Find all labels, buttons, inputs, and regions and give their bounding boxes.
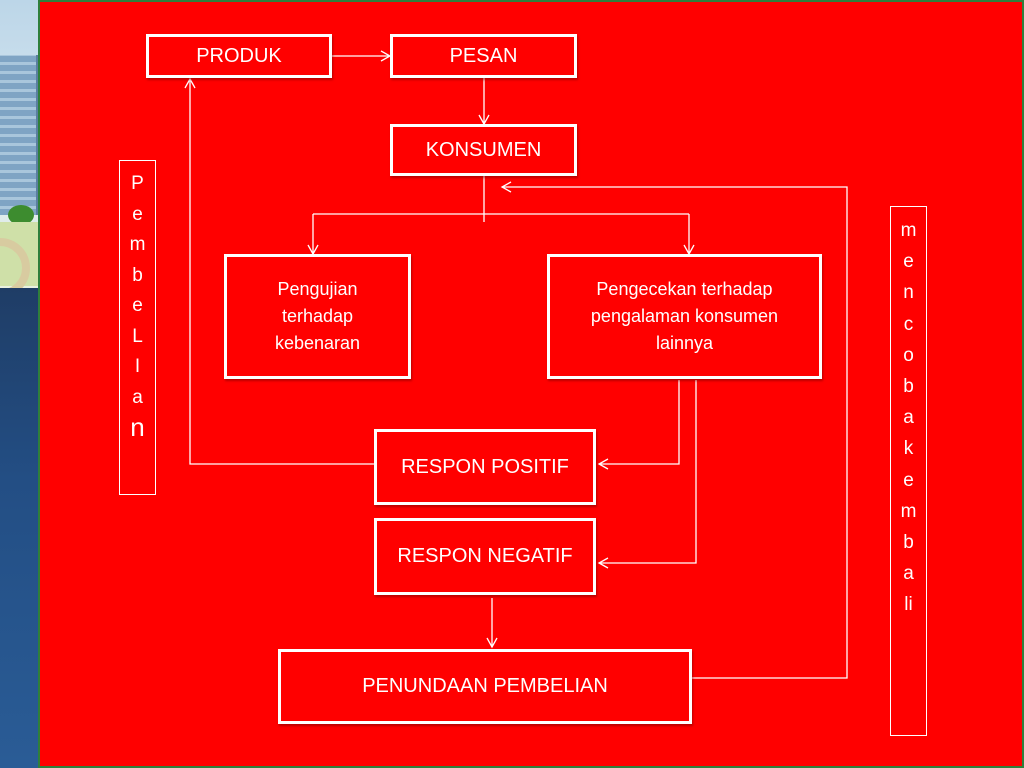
node-pesan: PESAN <box>390 34 577 78</box>
node-konsumen: KONSUMEN <box>390 124 577 176</box>
side-label-pembelian: P e m b e L I a n <box>119 160 156 495</box>
node-pengujian-label: Pengujian terhadap kebenaran <box>274 279 361 353</box>
node-produk-label: PRODUK <box>196 44 282 67</box>
node-konsumen-label: KONSUMEN <box>425 138 542 161</box>
node-pengecekan: Pengecekan terhadap pengalaman konsumen … <box>547 254 822 379</box>
tree-image <box>8 205 34 225</box>
frame-divider <box>38 0 40 768</box>
background-photo-strip <box>0 0 40 768</box>
blue-background <box>0 288 40 768</box>
node-pengujian: Pengujian terhadap kebenaran <box>224 254 411 379</box>
node-respon-negatif-label: RESPON NEGATIF <box>397 545 573 567</box>
node-respon-negatif: RESPON NEGATIF <box>374 518 596 595</box>
node-pesan-label: PESAN <box>449 44 518 67</box>
node-penundaan-label: PENUNDAAN PEMBELIAN <box>362 675 608 697</box>
node-respon-positif: RESPON POSITIF <box>374 429 596 505</box>
side-label-mencoba-kembali: m e n c o b a k e m b a li <box>890 206 927 736</box>
node-pengecekan-label: Pengecekan terhadap pengalaman konsumen … <box>590 279 779 353</box>
node-penundaan-pembelian: PENUNDAAN PEMBELIAN <box>278 649 692 724</box>
node-produk: PRODUK <box>146 34 332 78</box>
pembelian-last-letter: n <box>130 412 145 442</box>
pembelian-letters: P e m b e L I a <box>129 173 146 408</box>
building-image <box>0 55 38 215</box>
node-respon-positif-label: RESPON POSITIF <box>401 455 569 478</box>
side-label-mencoba-kembali-text: m e n c o b a k e m b a li <box>900 220 917 616</box>
side-label-pembelian-text: P e m b e L I a n <box>120 169 155 447</box>
